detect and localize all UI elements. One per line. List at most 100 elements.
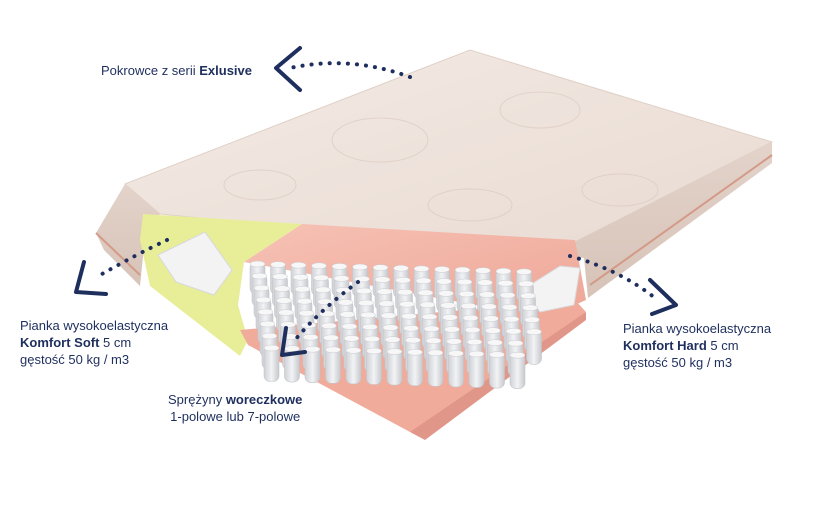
spring-pocket [366,348,382,385]
spring-pocket-top [477,279,493,286]
spring-pocket-top [257,308,274,316]
spring-pocket-top [372,264,389,271]
spring-pocket [407,349,423,387]
spring-pocket-top [448,350,464,357]
label-springs-prefix: Sprężyny [168,392,226,407]
spring-pocket-top [505,327,522,335]
spring-pocket-top [415,277,432,285]
spring-pocket-top [302,333,319,341]
spring-pocket-top [311,262,327,270]
spring-pocket-top [321,322,337,330]
spring-pocket-top [454,266,471,274]
spring-pocket-top [487,339,503,346]
label-springs: Sprężyny woreczkowe 1-polowe lub 7-polow… [168,391,302,425]
label-foam-soft-density: gęstość 50 kg / m3 [20,352,130,367]
spring-pocket-top [366,347,382,355]
spring-pocket-top [384,336,401,343]
spring-pocket-top [352,263,368,271]
spring-pocket-top [436,278,452,285]
spring-pocket-top [489,351,505,358]
spring-pocket-top [378,300,395,307]
label-springs-type: woreczkowe [225,392,303,407]
arrow-springs [280,280,360,357]
spring-pocket-top [399,300,415,308]
spring-pocket [325,347,341,384]
spring-pocket-top [495,267,512,275]
spring-pocket-top [427,349,444,357]
spring-pocket-top [395,276,411,284]
spring-pocket-top [485,327,501,334]
foam-edge-blocks [157,231,581,313]
arrow-cover [274,46,412,92]
spring-pocket-top [413,265,430,273]
label-foam-hard: Pianka wysokoelastyczna Komfort Hard 5 c… [623,320,771,371]
mattress-piping-left [95,232,141,276]
label-foam-hard-name: Komfort Hard [623,338,707,353]
spring-pocket-top [272,273,288,280]
spring-pocket-top [284,345,300,352]
spring-pocket-top [438,290,454,297]
spring-pocket-top [440,302,456,309]
spring-pocket-top [315,286,331,294]
label-cover-prefix: Pokrowce z serii [101,63,200,78]
spring-pocket-top [516,268,532,276]
spring-pocket-top [419,301,436,309]
label-cover: Pokrowce z serii Exlusive [101,62,252,79]
label-cover-series: Exlusive [199,63,253,78]
spring-pocket-top [280,321,296,328]
spring-pocket-top [339,311,356,318]
arrow-foam-hard [568,254,678,316]
mattress-piping [589,154,773,286]
spring-pocket-top [434,266,450,273]
spring-pocket-top [343,335,360,342]
spring-pocket-top [464,326,481,334]
spring-pocket-top [374,276,391,283]
spring-pocket [468,351,485,388]
spring-pocket-top [462,314,479,322]
spring-pocket-top [503,315,520,323]
spring-pocket [263,345,280,382]
label-foam-soft-line1: Pianka wysokoelastyczna [20,318,169,333]
label-foam-hard-density: gęstość 50 kg / m3 [623,355,733,370]
cover-pattern [223,91,659,222]
spring-pocket [448,351,464,388]
spring-pocket-top [466,338,483,346]
spring-pocket-top [446,338,462,345]
spring-pocket-top [522,304,538,312]
spring-pocket-top [456,278,473,286]
spring-pocket-top [386,348,403,355]
spring-pocket-top [483,315,499,322]
spring-pocket-top [278,309,294,316]
spring-pocket-top [325,346,341,354]
spring-pocket-top [460,302,477,310]
spring-pocket-top [362,323,378,331]
spring-pocket-top [270,261,286,268]
spring-pocket-top [304,345,321,353]
spring-pocket-top [276,297,292,304]
spring-pocket-top [290,261,307,269]
spring-pocket [304,346,321,384]
label-springs-zones: 1-polowe lub 7-polowe [170,409,301,424]
spring-pocket-top [255,296,272,304]
arrow-foam-soft [74,238,169,296]
spring-pocket-top [417,289,434,297]
spring-pocket-top [468,350,485,358]
pocket-springs [249,260,542,390]
label-foam-soft-name: Komfort Soft [20,335,100,350]
spring-pocket-top [425,337,442,345]
spring-pocket [427,350,444,387]
spring-pocket-top [405,336,421,344]
spring-pocket-top [364,335,380,343]
spring-pocket-top [337,299,354,306]
spring-pocket-top [253,284,270,292]
label-foam-hard-thickness: 5 cm [706,338,739,353]
mattress-cover-side-right [553,142,772,298]
spring-pocket-top [259,320,276,328]
spring-pocket [386,349,403,386]
spring-pocket-top [331,263,348,270]
spring-pocket-top [524,316,540,324]
spring-pocket-top [380,312,397,319]
spring-pocket-top [292,273,309,281]
spring-pocket-top [458,290,475,298]
